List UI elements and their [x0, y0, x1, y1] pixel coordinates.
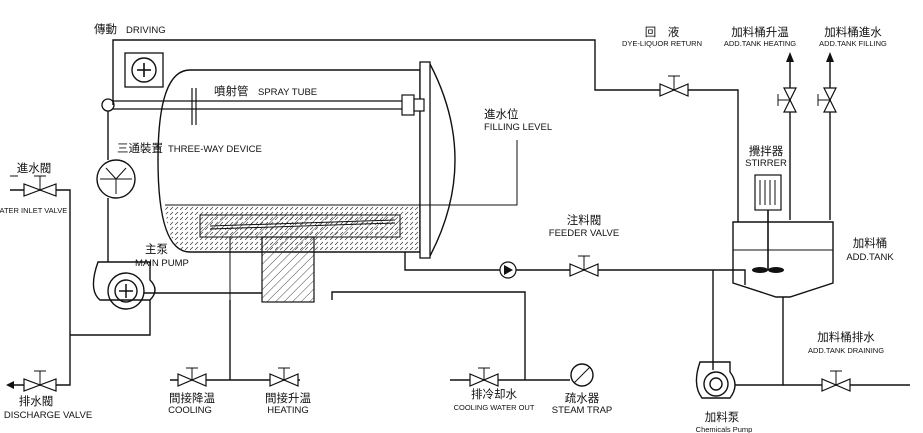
label-main-pump: 主泵 MAIN PUMP — [135, 243, 189, 269]
svg-text:HEATING: HEATING — [267, 405, 309, 416]
label-stirrer: 攪拌器 STIRRER — [745, 144, 787, 169]
label-dye-return: 回 液 DYE-LIQUOR RETURN — [622, 25, 702, 48]
svg-text:FEEDER VALVE: FEEDER VALVE — [549, 228, 619, 239]
main-vessel — [157, 61, 456, 303]
chemicals-pump — [695, 361, 736, 399]
label-spray-tube: 噴射管 SPRAY TUBE — [214, 84, 317, 98]
svg-text:MAIN PUMP: MAIN PUMP — [135, 258, 189, 269]
label-add-tank: 加料桶 ADD.TANK — [846, 236, 894, 263]
label-feeder-valve: 注料閥 FEEDER VALVE — [549, 213, 619, 239]
svg-text:FILLING LEVEL: FILLING LEVEL — [484, 122, 552, 133]
svg-text:加料泵: 加料泵 — [705, 410, 740, 424]
svg-text:STIRRER: STIRRER — [745, 158, 787, 169]
svg-text:ADD.TANK FILLING: ADD.TANK FILLING — [819, 39, 887, 48]
three-way-device — [96, 159, 136, 199]
svg-text:注料閥: 注料閥 — [567, 213, 602, 227]
dye-return-valve — [659, 75, 739, 222]
svg-text:傳動: 傳動 — [94, 22, 117, 36]
svg-text:進水閥: 進水閥 — [17, 162, 52, 175]
svg-text:COOLING: COOLING — [168, 405, 212, 416]
label-add-tank-filling: 加料桶進水 ADD.TANK FILLING — [819, 25, 887, 48]
svg-text:排水閥: 排水閥 — [19, 394, 54, 408]
label-cooling-water-out: 排冷却水 COOLING WATER OUT — [454, 387, 535, 412]
svg-text:排冷却水: 排冷却水 — [471, 387, 517, 401]
add-tank-drain — [712, 270, 910, 392]
label-driving: 傳動 DRIVING — [94, 22, 166, 36]
svg-text:Chemicals Pump: Chemicals Pump — [696, 425, 753, 433]
label-chemicals-pump: 加料泵 Chemicals Pump — [696, 410, 753, 433]
svg-text:攪拌器: 攪拌器 — [749, 144, 784, 158]
spray-tube — [108, 88, 425, 125]
svg-text:主泵: 主泵 — [145, 243, 168, 256]
water-inlet-line — [6, 175, 71, 392]
left-piping — [107, 39, 665, 262]
label-add-tank-heating: 加料桶升温 ADD.TANK HEATING — [724, 25, 796, 48]
label-indirect-cooling: 間接降温 COOLING — [168, 391, 215, 416]
label-indirect-heating: 間接升温 HEATING — [265, 391, 311, 416]
feeder-line — [404, 252, 746, 285]
svg-text:加料桶排水: 加料桶排水 — [817, 330, 875, 344]
label-three-way: 三通裝置 THREE-WAY DEVICE — [117, 142, 262, 155]
cooling-water-out — [331, 291, 594, 387]
add-tank — [732, 174, 834, 298]
svg-text:疏水器: 疏水器 — [565, 391, 600, 405]
svg-text:間接降温: 間接降温 — [169, 391, 215, 405]
svg-text:SPRAY TUBE: SPRAY TUBE — [258, 87, 317, 98]
svg-text:噴射管: 噴射管 — [214, 84, 249, 98]
svg-text:加料桶: 加料桶 — [853, 236, 888, 250]
label-steam-trap: 疏水器 STEAM TRAP — [552, 391, 613, 416]
svg-text:COOLING WATER OUT: COOLING WATER OUT — [454, 403, 535, 412]
add-tank-feed-valves — [777, 52, 837, 220]
svg-text:ADD.TANK HEATING: ADD.TANK HEATING — [724, 39, 796, 48]
main-pump — [70, 261, 262, 336]
svg-text:THREE-WAY DEVICE: THREE-WAY DEVICE — [168, 144, 262, 155]
filling-level-line — [420, 140, 518, 206]
label-add-tank-draining: 加料桶排水 ADD.TANK DRAINING — [808, 330, 884, 355]
indirect-heat-exchange — [170, 300, 300, 387]
driving-motor — [101, 52, 164, 112]
svg-text:三通裝置: 三通裝置 — [117, 142, 163, 155]
label-discharge-valve: 排水閥 DISCHARGE VALVE — [4, 394, 92, 421]
svg-text:DRIVING: DRIVING — [126, 25, 166, 36]
svg-text:ADD.TANK DRAINING: ADD.TANK DRAINING — [808, 346, 884, 355]
svg-text:STEAM TRAP: STEAM TRAP — [552, 405, 613, 416]
svg-text:ADD.TANK: ADD.TANK — [846, 252, 894, 263]
svg-text:DYE-LIQUOR RETURN: DYE-LIQUOR RETURN — [622, 39, 702, 48]
label-filling-level: 進水位 FILLING LEVEL — [484, 107, 552, 133]
svg-text:加料桶升温: 加料桶升温 — [731, 25, 789, 39]
svg-text:間接升温: 間接升温 — [265, 391, 311, 405]
svg-text:WATER INLET VALVE: WATER INLET VALVE — [0, 206, 67, 215]
svg-text:加料桶進水: 加料桶進水 — [824, 25, 882, 39]
svg-text:回 液: 回 液 — [645, 25, 680, 39]
svg-text:進水位: 進水位 — [484, 107, 519, 121]
label-water-inlet: 進水閥 WATER INLET VALVE — [0, 162, 67, 215]
svg-text:DISCHARGE VALVE: DISCHARGE VALVE — [4, 410, 92, 421]
